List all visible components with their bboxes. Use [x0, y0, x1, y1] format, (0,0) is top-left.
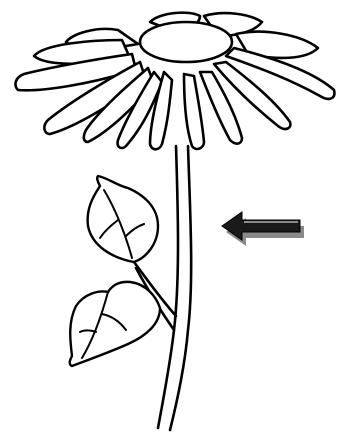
stem-left-edge	[158, 146, 178, 428]
lower-leaf-shape	[70, 282, 160, 366]
stem	[158, 146, 191, 430]
petal	[184, 74, 204, 149]
stem-right-edge	[170, 146, 191, 430]
arrow-pointer	[222, 212, 304, 246]
upper-leaf-shape	[88, 176, 158, 262]
flower-center	[140, 22, 232, 62]
upper-leaf	[88, 176, 158, 262]
lower-leaf	[70, 282, 160, 366]
